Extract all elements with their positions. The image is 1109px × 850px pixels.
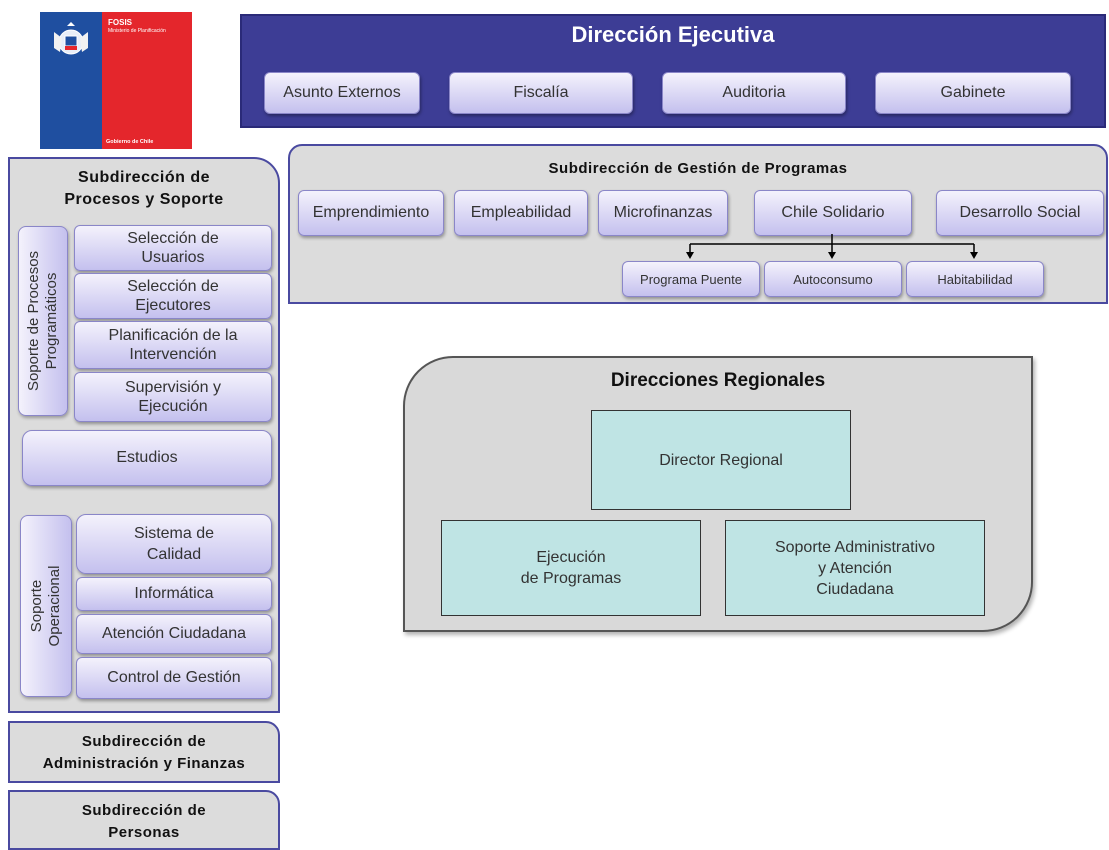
unit-gabinete[interactable]: Gabinete (875, 72, 1071, 114)
logo-government-text: Gobierno de Chile (106, 139, 154, 145)
item-atencion-ciudadana[interactable]: Atención Ciudadana (76, 614, 272, 654)
procesos-soporte-title-line1: Subdirección de (78, 169, 210, 186)
item-informatica[interactable]: Informática (76, 577, 272, 611)
direccion-ejecutiva-title: Dirección Ejecutiva (571, 22, 775, 47)
sub-habitabilidad[interactable]: Habitabilidad (906, 261, 1044, 297)
administracion-line1: Subdirección de (81, 733, 207, 750)
procesos-soporte-title: Subdirección de Procesos y Soporte (10, 167, 278, 211)
administracion-line2: Administración y Finanzas (42, 755, 246, 772)
item-seleccion-ejecutores[interactable]: Selección de Ejecutores (74, 273, 272, 319)
program-desarrollo-social[interactable]: Desarrollo Social (936, 190, 1104, 236)
fosis-logo: FOSIS Ministerio de Planificación Gobier… (40, 12, 192, 149)
administracion-finanzas-panel[interactable]: Subdirección de Administración y Finanza… (8, 721, 280, 783)
logo-ministry-text: Ministerio de Planificación (108, 28, 166, 34)
unit-auditoria[interactable]: Auditoria (662, 72, 846, 114)
item-line2: Ejecución (138, 398, 208, 415)
direccion-ejecutiva-panel: Dirección Ejecutiva Asunto Externos Fisc… (240, 14, 1106, 128)
item-line1: Supervisión y (124, 379, 222, 396)
soporte-operacional-label: Soporte Operacional (20, 515, 72, 697)
item-seleccion-usuarios[interactable]: Selección de Usuarios (74, 225, 272, 271)
ejecucion-line2: de Programas (520, 570, 622, 587)
logo-brand-text: FOSIS (108, 18, 133, 27)
item-line2: Intervención (129, 346, 217, 363)
item-sistema-calidad[interactable]: Sistema de Calidad (76, 514, 272, 574)
item-line2: Ejecutores (135, 297, 211, 314)
ejecucion-line1: Ejecución (536, 549, 606, 566)
sub-autoconsumo[interactable]: Autoconsumo (764, 261, 902, 297)
group2-label-line2: Operacional (46, 565, 63, 647)
group1-label-line2: Programáticos (43, 272, 60, 370)
item-line1: Sistema de (133, 525, 215, 542)
direcciones-regionales-title: Direcciones Regionales (610, 370, 826, 391)
gestion-programas-title: Subdirección de Gestión de Programas (548, 160, 848, 177)
item-supervision-ejecucion[interactable]: Supervisión y Ejecución (74, 372, 272, 422)
item-estudios[interactable]: Estudios (22, 430, 272, 486)
item-planificacion-intervencion[interactable]: Planificación de la Intervención (74, 321, 272, 369)
director-regional-box[interactable]: Director Regional (591, 410, 851, 510)
item-line1: Selección de (127, 278, 219, 295)
ejecucion-programas-box[interactable]: Ejecución de Programas (441, 520, 701, 616)
personas-title: Subdirección de Personas (10, 800, 278, 844)
personas-line1: Subdirección de (81, 802, 207, 819)
item-line1: Selección de (127, 230, 219, 247)
gestion-programas-panel: Subdirección de Gestión de Programas Emp… (288, 144, 1108, 304)
unit-fiscalia[interactable]: Fiscalía (449, 72, 633, 114)
direcciones-regionales-panel: Direcciones Regionales Director Regional… (403, 356, 1033, 632)
item-control-gestion[interactable]: Control de Gestión (76, 657, 272, 699)
item-line2: Calidad (146, 546, 202, 563)
soporte-line1: Soporte Administrativo (774, 538, 936, 556)
personas-panel[interactable]: Subdirección de Personas (8, 790, 280, 850)
coat-of-arms-icon (54, 22, 88, 55)
chile-solidario-connector (686, 234, 978, 259)
logo-blue-field (40, 12, 102, 149)
group2-label-line1: Soporte (28, 579, 45, 633)
sub-programa-puente[interactable]: Programa Puente (622, 261, 760, 297)
procesos-soporte-panel: Subdirección de Procesos y Soporte Sopor… (8, 157, 280, 713)
logo-red-field (102, 12, 192, 149)
administracion-finanzas-title: Subdirección de Administración y Finanza… (10, 731, 278, 775)
soporte-administrativo-box[interactable]: Soporte Administrativo y Atención Ciudad… (725, 520, 985, 616)
soporte-line3: Ciudadana (816, 580, 894, 598)
item-line2: Usuarios (141, 249, 205, 266)
soporte-line2: y Atención (818, 559, 892, 577)
soporte-procesos-programaticos-label: Soporte de Procesos Programáticos (18, 226, 68, 416)
item-line1: Planificación de la (108, 327, 238, 344)
unit-asunto-externos[interactable]: Asunto Externos (264, 72, 420, 114)
program-empleabilidad[interactable]: Empleabilidad (454, 190, 588, 236)
program-chile-solidario[interactable]: Chile Solidario (754, 190, 912, 236)
group1-label-line1: Soporte de Procesos (25, 250, 42, 392)
personas-line2: Personas (108, 824, 180, 841)
program-microfinanzas[interactable]: Microfinanzas (598, 190, 728, 236)
program-emprendimiento[interactable]: Emprendimiento (298, 190, 444, 236)
procesos-soporte-title-line2: Procesos y Soporte (64, 191, 224, 208)
